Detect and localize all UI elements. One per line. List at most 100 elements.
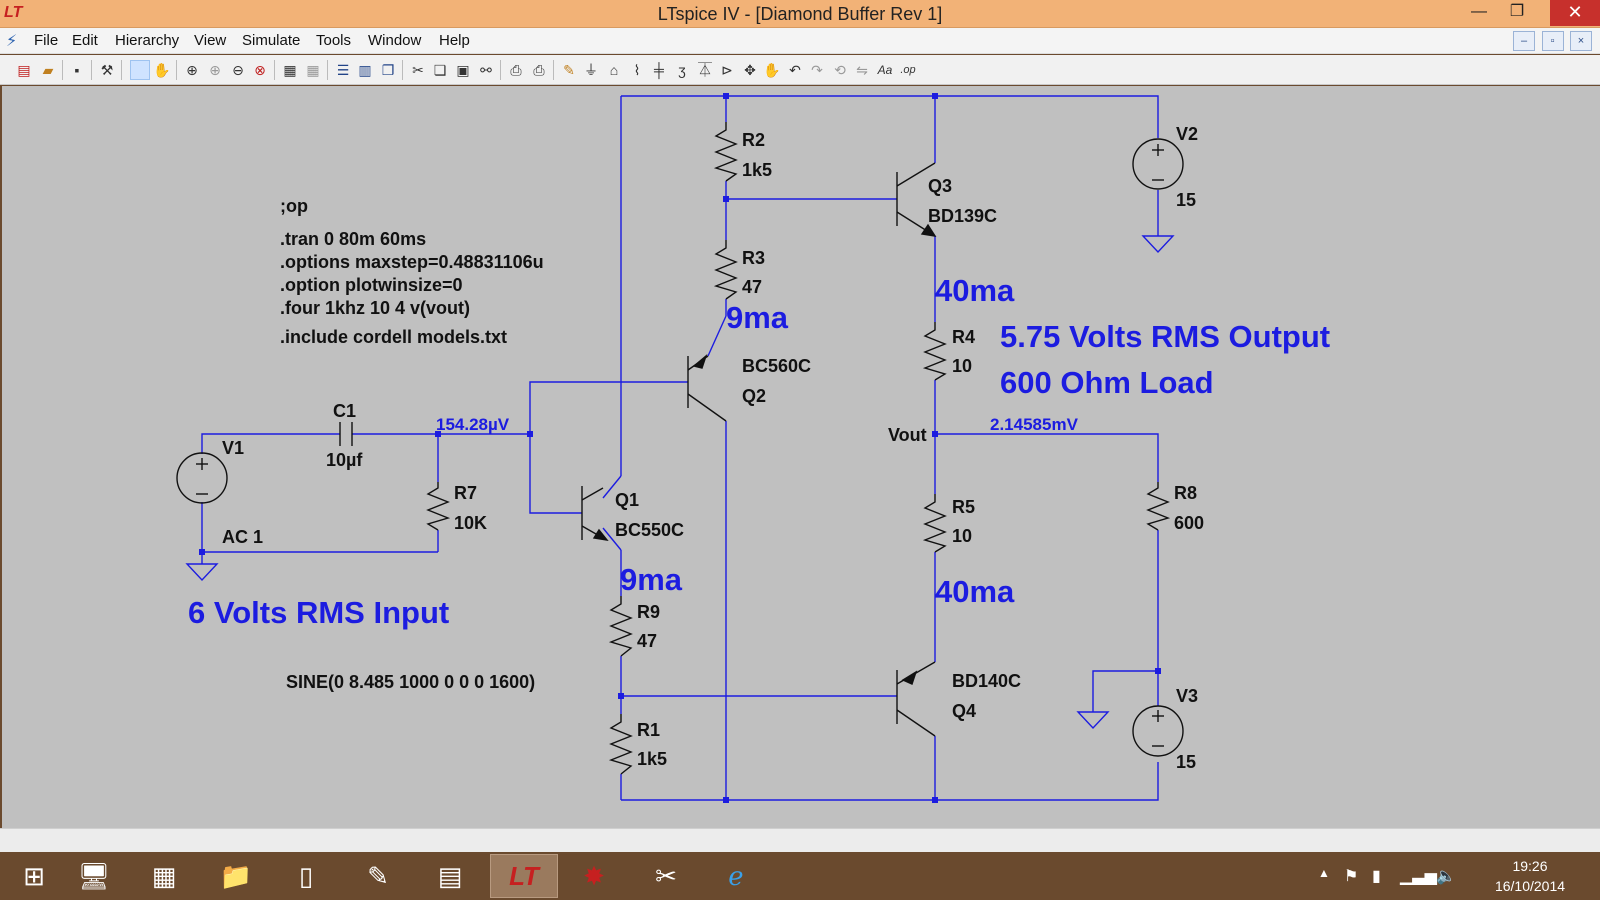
tile-horizontal-icon[interactable]: ☰ (336, 62, 350, 78)
menu-edit[interactable]: Edit (72, 32, 98, 49)
component-icon[interactable]: ⊳ (721, 62, 733, 78)
menu-view[interactable]: View (194, 32, 227, 49)
ltspice-icon[interactable]: LT (490, 854, 558, 898)
inductor-icon[interactable]: ʒ (678, 62, 686, 78)
spice-directives: ;op .tran 0 80m 60ms .options maxstep=0.… (280, 196, 544, 692)
volume-icon[interactable]: 🔈 (1436, 868, 1456, 885)
q1-model: BC550C (615, 520, 684, 540)
menu-tools[interactable]: Tools (316, 32, 352, 49)
schematic-drawing[interactable]: R2 1k5 R3 47 R4 10 R5 10 R7 10K R8 600 R… (2, 86, 1600, 828)
save-icon[interactable]: ▪ (74, 62, 80, 78)
directive-four[interactable]: .four 1khz 10 4 v(vout) (280, 298, 470, 318)
redo-icon[interactable]: ↷ (811, 62, 823, 78)
close-button[interactable]: ✕ (1550, 0, 1600, 26)
component-labels: R2 1k5 R3 47 R4 10 R5 10 R7 10K R8 600 R… (222, 124, 1204, 772)
r8-symbol (1146, 482, 1171, 531)
copy-icon[interactable]: ❏ (433, 62, 447, 78)
internet-explorer-icon[interactable]: ℯ (728, 860, 744, 891)
directive-options-maxstep[interactable]: .options maxstep=0.48831106u (280, 252, 544, 272)
v1-value: AC 1 (222, 527, 263, 547)
find-icon[interactable]: ⚯ (480, 62, 492, 78)
autoscale-icon[interactable]: ▦ (306, 62, 320, 78)
r2-symbol (713, 122, 738, 182)
network-signal-icon[interactable]: ▁▃▅ (1400, 868, 1437, 885)
schematic-canvas[interactable]: R2 1k5 R3 47 R4 10 R5 10 R7 10K R8 600 R… (2, 86, 1600, 828)
pen-icon[interactable]: ✎ (367, 860, 389, 891)
minimize-button[interactable]: — (1471, 3, 1487, 20)
zoom-cancel-icon[interactable]: ⊗ (254, 62, 266, 78)
battery-icon[interactable]: ▮ (1372, 868, 1381, 885)
schematic-doc-icon[interactable]: ⚡ (6, 33, 18, 50)
capacitor-icon[interactable]: ╪ (654, 62, 664, 78)
paint-splash-icon[interactable]: ✸ (583, 860, 605, 891)
cascade-icon[interactable]: ❐ (381, 62, 395, 78)
resistor-icon[interactable]: ⌇ (633, 62, 641, 78)
v3-symbol (1132, 705, 1184, 757)
status-bar (0, 828, 1600, 852)
wire-icon[interactable]: ✎ (563, 62, 575, 78)
directive-include[interactable]: .include cordell models.txt (280, 327, 507, 347)
c1-ref: C1 (333, 401, 356, 421)
r5-value: 10 (952, 526, 972, 546)
r1-symbol (608, 714, 633, 775)
undo-icon[interactable]: ↶ (789, 62, 801, 78)
drag-icon[interactable]: ✋ (763, 62, 781, 78)
move-icon[interactable]: ✥ (744, 62, 756, 78)
text-icon[interactable]: Aa (877, 63, 893, 77)
r1-value: 1k5 (637, 749, 667, 769)
tray-expand-icon[interactable]: ▲ (1318, 866, 1330, 880)
remote-desktop-icon[interactable]: 🖥 (77, 860, 111, 891)
snipping-icon[interactable]: ✂ (655, 860, 677, 891)
calculator-icon[interactable]: ▤ (437, 860, 463, 891)
r4-ref: R4 (952, 327, 975, 347)
print-icon[interactable]: ⎙ (533, 62, 545, 78)
restore-button[interactable]: ❐ (1509, 3, 1525, 20)
taskbar: ⊞ 🖥 ▦ 📁 ▯ ✎ ▤ LT ✸ ✂ ℯ ▲ ⚑ ▮ ▁▃▅ 🔈 19:26… (0, 852, 1600, 900)
paste-icon[interactable]: ▣ (456, 62, 470, 78)
v2-value: 15 (1176, 190, 1196, 210)
spice-directive-icon[interactable]: .op (900, 64, 916, 76)
mirror-icon[interactable]: ⇋ (856, 62, 868, 78)
diode-icon[interactable]: ⏄ (698, 62, 712, 78)
mdi-minimize-button[interactable]: – (1513, 31, 1536, 51)
pointer-icon[interactable] (130, 60, 150, 80)
file-explorer-icon[interactable]: 📁 (219, 860, 253, 891)
r3-value: 47 (742, 277, 762, 297)
menu-help[interactable]: Help (439, 32, 470, 49)
cut-icon[interactable]: ✂ (412, 62, 424, 78)
directive-tran[interactable]: .tran 0 80m 60ms (280, 229, 426, 249)
menu-hierarchy[interactable]: Hierarchy (115, 32, 180, 49)
open-icon[interactable]: ▰ (42, 62, 54, 78)
notepad-icon[interactable]: ▯ (298, 860, 314, 891)
new-schematic-icon[interactable]: ▤ (17, 62, 31, 78)
ground-icon (185, 563, 219, 582)
zoom-in-icon[interactable]: ⊕ (186, 62, 198, 78)
menu-simulate[interactable]: Simulate (242, 32, 301, 49)
zoom-out-icon[interactable]: ⊕ (209, 62, 221, 78)
menu-file[interactable]: File (34, 32, 59, 49)
mdi-restore-button[interactable]: ▫ (1541, 31, 1564, 51)
firewall-icon[interactable]: ▦ (151, 860, 177, 891)
pan-icon[interactable]: ✋ (153, 62, 171, 78)
menu-window[interactable]: Window (368, 32, 422, 49)
zoom-fit-icon[interactable]: ⊖ (232, 62, 244, 78)
plot-icon[interactable]: ▦ (283, 62, 297, 78)
label-net-icon[interactable]: ⌂ (609, 62, 619, 78)
action-center-flag-icon[interactable]: ⚑ (1344, 868, 1359, 885)
print-setup-icon[interactable]: ⎙ (510, 62, 522, 78)
tile-vertical-icon[interactable]: ▥ (358, 62, 372, 78)
v3-value: 15 (1176, 752, 1196, 772)
directive-op[interactable]: ;op (280, 196, 308, 216)
ground-icon[interactable]: ⏚ (584, 62, 598, 78)
taskbar-clock[interactable]: 19:26 16/10/2014 (1490, 856, 1570, 896)
mdi-close-button[interactable]: × (1570, 31, 1592, 51)
windows-start-icon[interactable]: ⊞ (23, 860, 45, 891)
r1-ref: R1 (637, 720, 660, 740)
window-title: LTspice IV - [Diamond Buffer Rev 1] (657, 4, 943, 24)
rotate-icon[interactable]: ⟲ (834, 62, 846, 78)
source-sine-spec[interactable]: SINE(0 8.485 1000 0 0 0 1600) (286, 672, 535, 692)
control-panel-icon[interactable]: ⚒ (100, 62, 114, 78)
op-values: 154.28µV 2.14585mV (436, 415, 1079, 434)
annotation-input-desc: 6 Volts RMS Input (188, 595, 449, 630)
directive-option-plotwinsize[interactable]: .option plotwinsize=0 (280, 275, 463, 295)
